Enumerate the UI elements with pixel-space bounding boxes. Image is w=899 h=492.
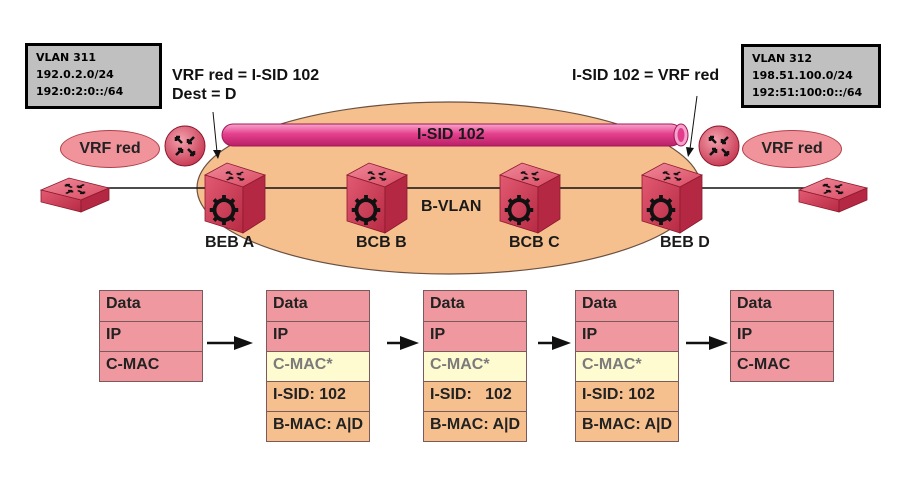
- frame-cell-data: Data: [731, 291, 833, 321]
- frame-cell-ip: IP: [731, 321, 833, 351]
- ipv6-subnet: 192:0:2:0::/64: [36, 85, 124, 98]
- frame-cell-cmac: C-MAC*: [424, 351, 526, 381]
- frame-cell-isid: I-SID: 102: [424, 381, 526, 411]
- edge-switch-right-icon: [799, 178, 867, 212]
- callout-arrow-right: [686, 95, 698, 157]
- frame-cell-data: Data: [267, 291, 369, 321]
- frame-cell-data: Data: [576, 291, 678, 321]
- frame-cell-cmac: C-MAC: [100, 351, 202, 381]
- frame-cell-ip: IP: [100, 321, 202, 351]
- callout-left: VRF red = I-SID 102 Dest = D: [172, 66, 319, 104]
- node-label-bcb-c: BCB C: [509, 234, 560, 251]
- frame-stack-2: Data IP C-MAC* I-SID: 102 B-MAC: A|D: [266, 290, 370, 442]
- frame-cell-ip: IP: [576, 321, 678, 351]
- frame-stack-5: Data IP C-MAC: [730, 290, 834, 382]
- frame-cell-ip: IP: [267, 321, 369, 351]
- router-left-icon: [165, 126, 205, 166]
- frame-arrow-3: [538, 336, 571, 350]
- router-right-icon: [699, 126, 739, 166]
- frame-arrows: [207, 336, 728, 350]
- vrf-left-badge: VRF red: [60, 130, 160, 168]
- frame-cell-cmac: C-MAC: [731, 351, 833, 381]
- switch-beb-a-icon: [205, 163, 265, 233]
- vrf-right-badge: VRF red: [742, 130, 842, 168]
- ipv4-subnet: 198.51.100.0/24: [752, 69, 853, 82]
- switch-bcb-c-icon: [500, 163, 560, 233]
- callout-right: I-SID 102 = VRF red: [572, 67, 720, 84]
- node-label-beb-d: BEB D: [660, 234, 710, 251]
- frame-cell-isid: I-SID: 102: [576, 381, 678, 411]
- frame-cell-bmac: B-MAC: A|D: [576, 411, 678, 441]
- callout-arrow-left: [212, 111, 221, 159]
- isid-tunnel: [221, 123, 689, 147]
- frame-cell-ip: IP: [424, 321, 526, 351]
- frame-cell-isid: I-SID: 102: [267, 381, 369, 411]
- tunnel-label: I-SID 102: [417, 126, 485, 143]
- edge-switch-left-icon: [41, 178, 109, 212]
- switch-bcb-b-icon: [347, 163, 407, 233]
- frame-stack-3: Data IP C-MAC* I-SID: 102 B-MAC: A|D: [423, 290, 527, 442]
- ipv4-subnet: 192.0.2.0/24: [36, 68, 114, 81]
- frame-cell-cmac: C-MAC*: [576, 351, 678, 381]
- frame-cell-cmac: C-MAC*: [267, 351, 369, 381]
- bvlan-label: B-VLAN: [421, 198, 482, 215]
- switch-beb-d-icon: [642, 163, 702, 233]
- frame-cell-bmac: B-MAC: A|D: [267, 411, 369, 441]
- frame-arrow-2: [387, 336, 419, 350]
- vlan-info-left: VLAN 311 192.0.2.0/24 192:0:2:0::/64: [25, 43, 162, 109]
- node-label-bcb-b: BCB B: [356, 234, 407, 251]
- frame-cell-data: Data: [100, 291, 202, 321]
- frame-cell-data: Data: [424, 291, 526, 321]
- vlan-id: VLAN 312: [752, 52, 813, 65]
- frame-arrow-4: [686, 336, 728, 350]
- node-label-beb-a: BEB A: [205, 234, 255, 251]
- frame-cell-bmac: B-MAC: A|D: [424, 411, 526, 441]
- callout-mapping: VRF red = I-SID 102: [172, 67, 320, 84]
- vlan-info-right: VLAN 312 198.51.100.0/24 192:51:100:0::/…: [741, 44, 881, 108]
- ipv6-subnet: 192:51:100:0::/64: [752, 86, 863, 99]
- frame-stack-1: Data IP C-MAC: [99, 290, 203, 382]
- callout-destination: Dest = D: [172, 86, 237, 103]
- vlan-id: VLAN 311: [36, 51, 97, 64]
- frame-stack-4: Data IP C-MAC* I-SID: 102 B-MAC: A|D: [575, 290, 679, 442]
- frame-arrow-1: [207, 336, 253, 350]
